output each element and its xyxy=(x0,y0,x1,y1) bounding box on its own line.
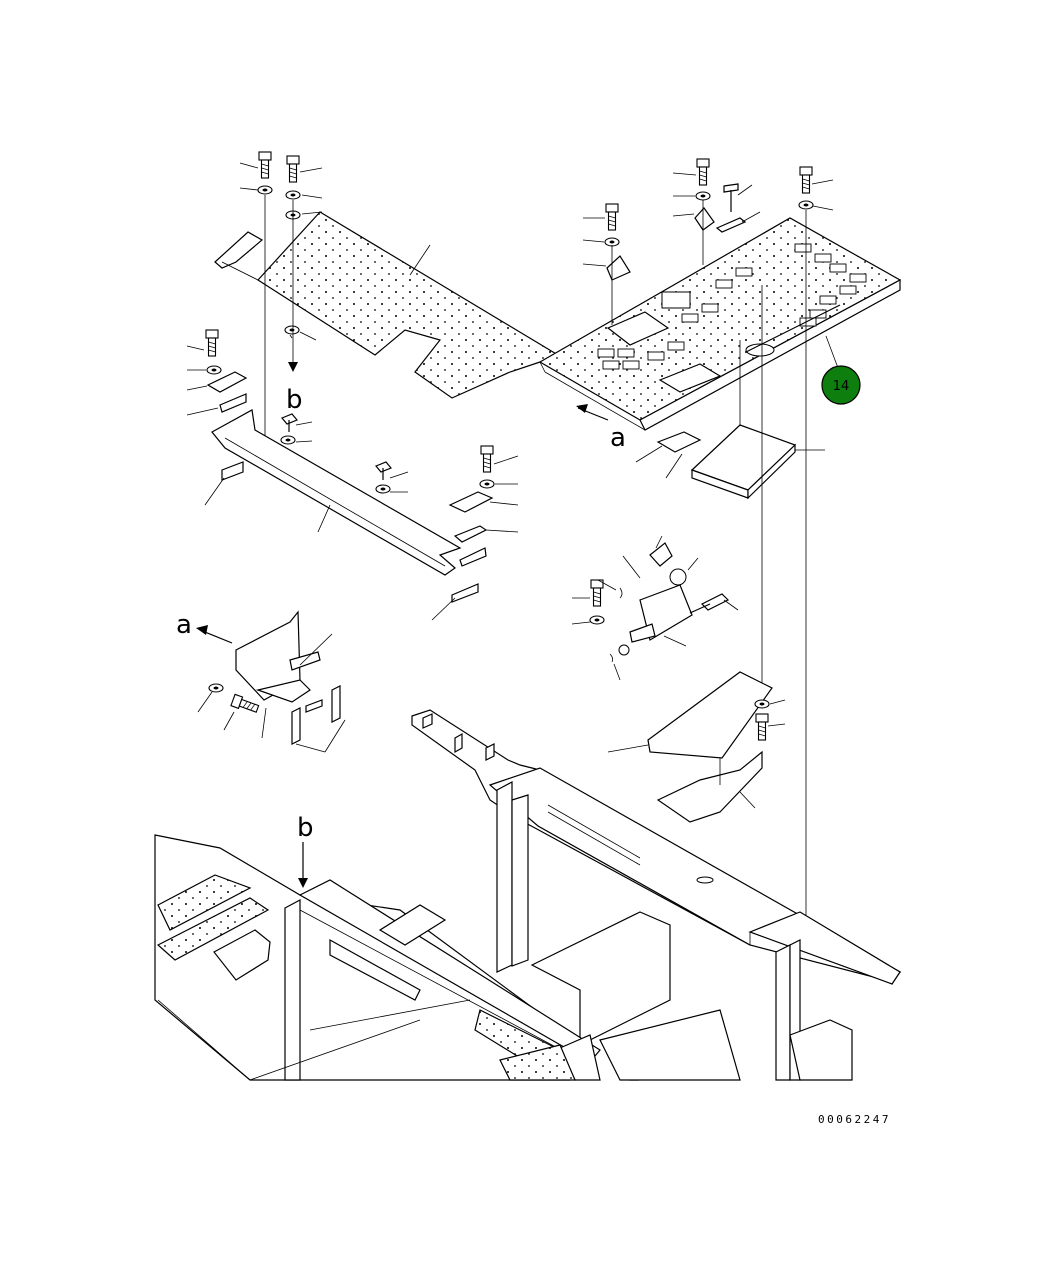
hinge-assembly xyxy=(571,535,739,681)
callout-14-number: 14 xyxy=(833,379,850,394)
main-frame xyxy=(411,709,902,1081)
view-arrow-b-lower: b xyxy=(297,813,314,888)
right-lower-bracket xyxy=(607,671,786,823)
support-block xyxy=(635,285,825,685)
callout-14: 14 xyxy=(821,335,861,405)
view-arrow-a-upper: a xyxy=(576,404,626,453)
view-label-b-upper: b xyxy=(286,385,303,415)
callout-14-circle xyxy=(821,365,861,405)
left-floor-plate xyxy=(214,211,560,399)
b-screws xyxy=(280,413,409,494)
drawing-id: 00062247 xyxy=(818,1113,891,1126)
left-middle-bracket: a xyxy=(176,610,346,753)
bolt-group-top-left xyxy=(239,151,323,458)
lower-left-machinery xyxy=(154,834,741,1081)
channel-end-stack xyxy=(431,445,519,621)
left-channel xyxy=(204,409,462,576)
left-bracket-stack xyxy=(186,329,248,416)
view-label-a-left: a xyxy=(176,610,192,640)
right-floor-plate xyxy=(538,217,902,431)
bolt-group-top-right xyxy=(582,158,834,915)
view-label-a-upper: a xyxy=(610,423,626,453)
view-label-b-lower: b xyxy=(297,813,314,843)
